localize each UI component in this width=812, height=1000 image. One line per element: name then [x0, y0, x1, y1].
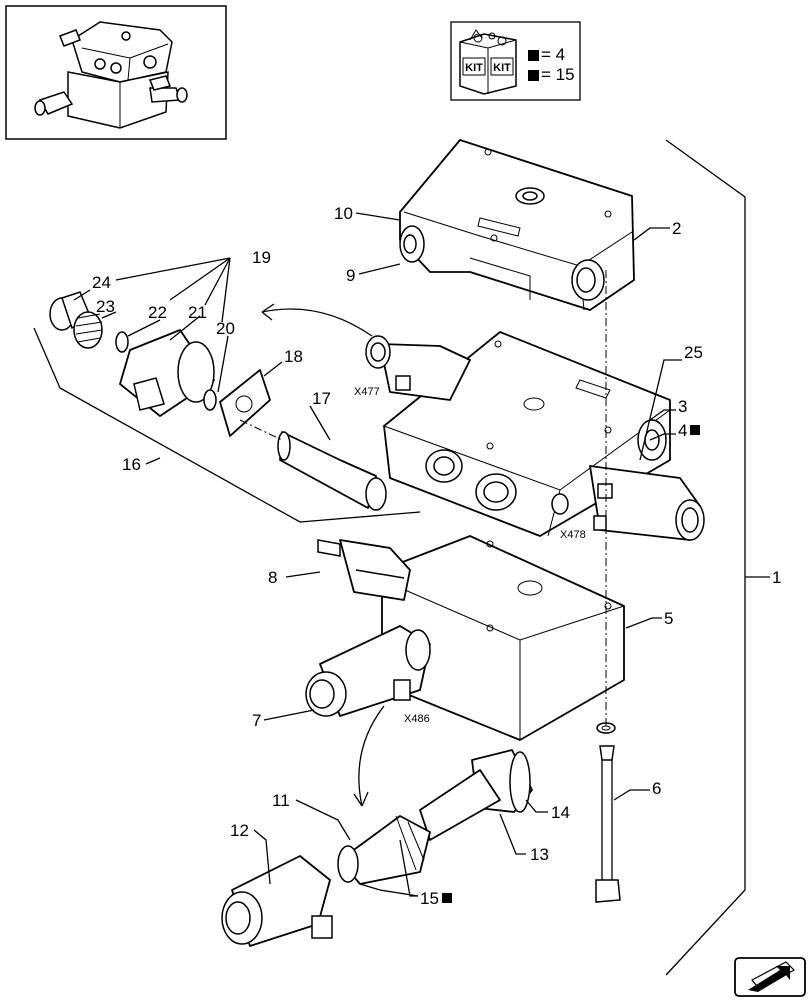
part-12-solenoid-coil	[221, 855, 333, 947]
removal-arrow-lower	[358, 705, 385, 807]
navigation-arrow-button[interactable]	[734, 957, 806, 997]
callout-labels: 1 2 3 4 5 6 7 8 9 10 11 12 13 14 15 16 1…	[92, 204, 781, 908]
connector-x478: X478	[560, 529, 586, 541]
leader-lines	[73, 212, 682, 897]
kit-line-a: = 4	[541, 45, 565, 64]
part-8-sensor	[317, 539, 411, 601]
connector-labels: X477 X478 X486	[354, 386, 586, 725]
callout-10: 10	[334, 204, 353, 223]
part-20-o-ring	[203, 389, 217, 411]
callout-24: 24	[92, 273, 111, 292]
part-22-o-ring	[115, 331, 129, 353]
callout-21: 21	[188, 303, 207, 322]
solenoid-group-bracket	[33, 327, 421, 523]
callout-1: 1	[772, 568, 781, 587]
callout-17: 17	[312, 389, 331, 408]
callout-6: 6	[652, 779, 661, 798]
callout-7: 7	[252, 711, 261, 730]
part-17-cartridge	[277, 431, 387, 511]
part-23-knurled-nut	[73, 311, 103, 349]
part-6-bolt	[595, 722, 621, 903]
kit-marker-square-icon	[528, 70, 539, 81]
callout-8: 8	[268, 568, 277, 587]
callout-20: 20	[216, 319, 235, 338]
navigation-arrow-icon	[748, 961, 795, 992]
part-2-valve-section	[399, 139, 635, 311]
callout-2: 2	[672, 219, 681, 238]
kit-marker-square-icon	[690, 425, 700, 435]
part-18-flange	[219, 369, 271, 437]
callout-12: 12	[230, 821, 249, 840]
kit-label-a: KIT	[465, 62, 483, 74]
assembly-bracket	[665, 139, 770, 976]
callout-15: 15	[420, 889, 439, 908]
overview-assembly-drawing	[34, 21, 188, 129]
arrow-head-lower	[353, 791, 369, 807]
callout-23: 23	[96, 297, 115, 316]
solenoid-x478	[589, 465, 705, 541]
part-21-coil	[119, 329, 215, 417]
callout-22: 22	[148, 303, 167, 322]
overview-thumbnail[interactable]	[5, 5, 227, 140]
callout-13: 13	[530, 845, 549, 864]
part-7-valve	[305, 625, 431, 717]
callout-9: 9	[346, 266, 355, 285]
kit-legend: KIT KIT = 4 = 15	[450, 21, 581, 101]
kit-line-b: = 15	[541, 65, 575, 84]
callout-4: 4	[678, 421, 687, 440]
callout-3: 3	[678, 397, 687, 416]
callout-5: 5	[664, 609, 673, 628]
removal-arrow-upper	[261, 308, 373, 337]
part-13-spool-tube	[419, 769, 501, 841]
solenoid-x477	[365, 335, 471, 401]
kit-box-icon: KIT KIT	[459, 29, 517, 95]
callout-18: 18	[284, 347, 303, 366]
part-11-cartridge-valve	[337, 815, 431, 885]
connector-x486: X486	[404, 713, 430, 725]
callout-25: 25	[684, 343, 703, 362]
callout-19: 19	[252, 248, 271, 267]
kit-label-b: KIT	[493, 62, 511, 74]
kit-marker-square-icon	[528, 50, 539, 61]
callout-14: 14	[551, 803, 570, 822]
cartridge-axis	[239, 419, 283, 441]
kit-marker-square-icon	[442, 893, 452, 903]
connector-x477: X477	[354, 386, 380, 398]
callout-11: 11	[272, 791, 290, 810]
arrow-head-upper	[261, 303, 275, 321]
callout-16: 16	[122, 455, 141, 474]
